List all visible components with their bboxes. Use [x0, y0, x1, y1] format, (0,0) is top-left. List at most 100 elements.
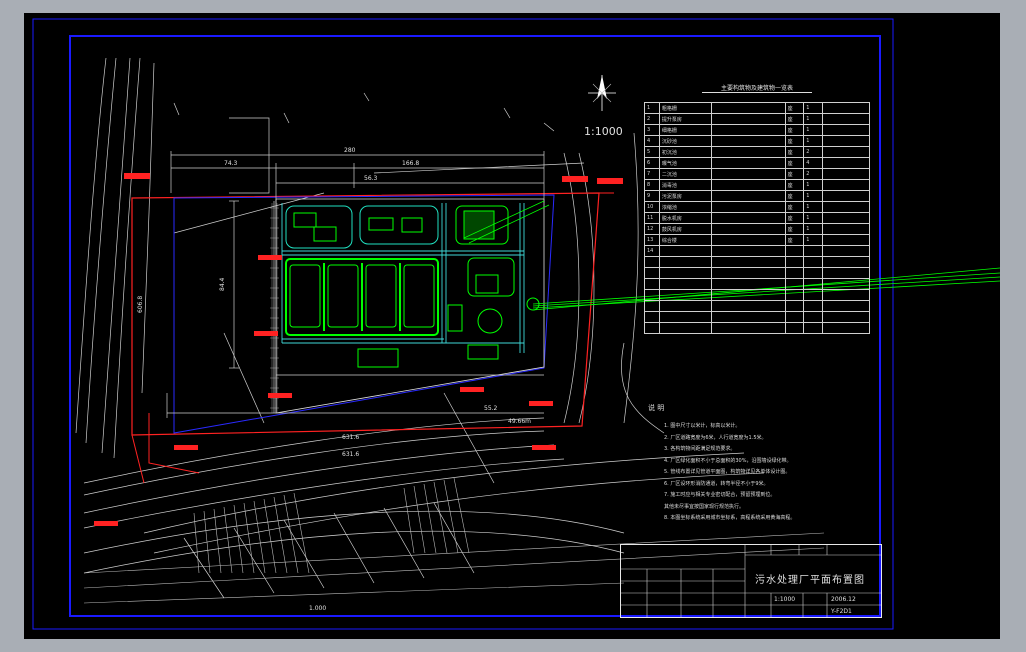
table-cell-unit: 座 — [784, 146, 805, 158]
cad-viewport[interactable]: 280 74.3 166.8 56.3 55.2 84.4 631.6 631.… — [24, 13, 1000, 639]
table-cell-qty: 1 — [803, 223, 823, 235]
table-row — [644, 289, 871, 301]
table-cell-no: 7 — [644, 168, 660, 180]
table-cell-unit: 座 — [784, 102, 805, 114]
table-cell-spec — [710, 135, 786, 147]
note-line: 4. 厂区绿化面积不小于总面积的30%，沿围墙设绿化带。 — [664, 457, 792, 464]
dim-left-height: 84.4 — [219, 277, 226, 291]
embankment-hatch — [83, 477, 825, 604]
table-cell-note — [821, 146, 871, 158]
table-cell-qty: 1 — [803, 234, 823, 246]
table-cell-spec — [710, 223, 786, 235]
table-cell-name — [658, 322, 712, 334]
note-line: 8. 本图坐标系统采用城市坐标系，高程系统采用黄海高程。 — [664, 515, 796, 521]
table-cell-name: 脱水机房 — [658, 212, 712, 224]
structure-aeration-tanks — [285, 258, 439, 336]
table-cell-unit — [784, 267, 805, 279]
fence-line — [173, 194, 555, 434]
coordinate-markers — [94, 173, 623, 526]
title-block-date: 2006.12 — [831, 596, 856, 603]
title-block-drawing-no: Y-F2D1 — [831, 608, 852, 615]
boundary-extension — [131, 192, 614, 484]
note-line: 3. 各构筑物间距满足规范要求。 — [664, 446, 736, 452]
table-cell-note — [821, 201, 871, 213]
table-cell-spec — [710, 322, 786, 334]
table-cell-no — [644, 278, 660, 290]
table-cell-note — [821, 322, 871, 334]
table-cell-qty — [803, 245, 823, 257]
table-cell-no: 3 — [644, 124, 660, 136]
table-cell-note — [821, 190, 871, 202]
table-cell-spec — [710, 179, 786, 191]
table-cell-qty: 2 — [803, 146, 823, 158]
table-cell-name: 鼓风机房 — [658, 223, 712, 235]
table-cell-unit: 座 — [784, 234, 805, 246]
table-cell-spec — [710, 289, 786, 301]
table-cell-no: 12 — [644, 223, 660, 235]
drawing-title: 污水处理厂平面布置图 — [755, 575, 865, 586]
structure-clarifier — [477, 308, 503, 334]
table-cell-name — [658, 256, 712, 268]
notes-block: 说 明 1. 图中尺寸以米计，标高以米计。2. 厂区道路宽度为6米，人行道宽度为… — [648, 403, 868, 525]
table-cell-name: 粗格栅 — [658, 102, 712, 114]
table-cell-qty: 1 — [803, 179, 823, 191]
table-cell-name: 污泥泵房 — [658, 190, 712, 202]
table-cell-spec — [710, 113, 786, 125]
table-cell-unit: 座 — [784, 212, 805, 224]
table-row — [644, 256, 871, 268]
table-cell-qty — [803, 267, 823, 279]
title-block: 污水处理厂平面布置图 1:1000 2006.12 Y-F2D1 — [620, 544, 882, 618]
left-road-label: 606.8 — [137, 296, 144, 313]
table-cell-qty — [803, 289, 823, 301]
table-cell-note — [821, 278, 871, 290]
table-cell-name: 提升泵房 — [658, 113, 712, 125]
notes-list: 1. 图中尺寸以米计，标高以米计。2. 厂区道路宽度为6米，人行道宽度为1.5米… — [648, 421, 868, 525]
table-cell-no — [644, 267, 660, 279]
table-cell-qty: 1 — [803, 212, 823, 224]
legend-table-title: 主要构筑物及建筑物一览表 — [702, 83, 812, 93]
table-cell-no — [644, 322, 660, 334]
plant-outline — [275, 198, 545, 414]
table-cell-spec — [710, 300, 786, 312]
table-cell-no: 8 — [644, 179, 660, 191]
note-line: 2. 厂区道路宽度为6米，人行道宽度为1.5米。 — [664, 434, 767, 441]
table-cell-qty: 4 — [803, 157, 823, 169]
table-cell-unit: 座 — [784, 223, 805, 235]
table-row: 14 — [644, 245, 871, 257]
table-cell-qty — [803, 278, 823, 290]
table-cell-qty — [803, 300, 823, 312]
table-cell-no: 4 — [644, 135, 660, 147]
site-boundary — [131, 192, 600, 436]
table-cell-spec — [710, 201, 786, 213]
table-cell-unit: 座 — [784, 124, 805, 136]
structure-sludge-house — [467, 257, 515, 297]
table-cell-no: 10 — [644, 201, 660, 213]
table-cell-name: 曝气池 — [658, 157, 712, 169]
table-cell-note — [821, 245, 871, 257]
note-line: 6. 厂区设环形消防通道，转弯半径不小于9米。 — [664, 480, 769, 487]
table-row — [644, 300, 871, 312]
table-cell-unit — [784, 300, 805, 312]
table-cell-unit — [784, 322, 805, 334]
internal-roads — [281, 203, 525, 353]
table-cell-qty: 1 — [803, 190, 823, 202]
table-cell-name — [658, 311, 712, 323]
table-cell-name — [658, 245, 712, 257]
table-cell-note — [821, 267, 871, 279]
table-cell-qty: 1 — [803, 201, 823, 213]
table-cell-unit: 座 — [784, 113, 805, 125]
sheet-border-inner — [69, 35, 881, 617]
table-cell-name — [658, 278, 712, 290]
structure-pretreatment — [285, 205, 353, 249]
table-cell-spec — [710, 234, 786, 246]
table-cell-no — [644, 289, 660, 301]
